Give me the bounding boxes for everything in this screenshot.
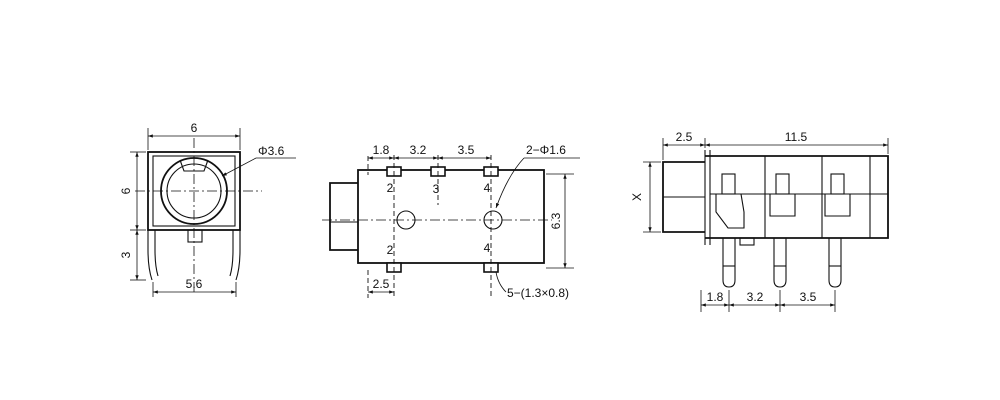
side-dim-1-label: 1.8 — [707, 290, 724, 304]
pin-4-bottom-label: 4 — [484, 241, 491, 255]
contact-window-1 — [721, 173, 736, 195]
contact-window-2 — [775, 173, 790, 195]
contact-spring-1 — [715, 193, 745, 229]
top-view: 2 3 4 2 4 1.8 3.2 3.5 2−Φ1.6 6.3 2.5 5−(… — [322, 143, 580, 300]
side-view: 2.5 11.5 X 1.8 3.2 3.5 — [630, 130, 889, 312]
front-body-height-label: 6 — [119, 187, 133, 194]
top-body-outline — [357, 169, 545, 264]
front-left-leg-outer — [147, 230, 153, 281]
contact-window-3 — [830, 173, 845, 195]
front-right-leg-inner — [229, 230, 234, 277]
front-right-leg-outer — [235, 230, 241, 281]
pin-2-bottom-label: 2 — [387, 243, 394, 257]
side-pin-3 — [828, 238, 842, 288]
pin-4-top-label: 4 — [484, 181, 491, 195]
side-height-x-label: X — [630, 193, 644, 201]
contact-spring-3 — [824, 194, 851, 217]
top-sleeve-outline — [329, 182, 358, 251]
top-dim-1-label: 1.8 — [373, 143, 390, 157]
top-pad-callout-label: 5−(1.3×0.8) — [507, 286, 569, 300]
front-width-bottom-label: 5.6 — [186, 277, 203, 291]
top-hole-callout-label: 2−Φ1.6 — [526, 143, 566, 157]
side-pin-2 — [773, 238, 787, 288]
side-pin-1 — [722, 238, 736, 288]
front-view: 6 Φ3.6 6 3 5.6 — [119, 121, 296, 297]
pin-3-label: 3 — [433, 182, 440, 196]
top-dim-bottom-label: 2.5 — [373, 277, 390, 291]
side-dim-2-label: 3.2 — [747, 290, 764, 304]
top-dim-3-label: 3.5 — [458, 143, 475, 157]
top-dim-2-label: 3.2 — [410, 143, 427, 157]
contact-spring-2 — [769, 194, 796, 217]
side-locator-pin — [739, 237, 755, 246]
top-height-label: 6.3 — [549, 212, 563, 229]
front-width-top-label: 6 — [191, 121, 198, 135]
side-dim-left-label: 2.5 — [676, 130, 693, 144]
side-dim-total-label: 11.5 — [785, 130, 808, 144]
front-bottom-pin — [187, 229, 203, 243]
front-pin-height-label: 3 — [119, 251, 133, 258]
side-body-outline — [705, 155, 889, 239]
side-dim-3-label: 3.5 — [800, 290, 817, 304]
front-hole-diameter-label: Φ3.6 — [258, 144, 285, 158]
front-left-leg-inner — [154, 230, 159, 277]
pin-2-top-label: 2 — [387, 181, 394, 195]
